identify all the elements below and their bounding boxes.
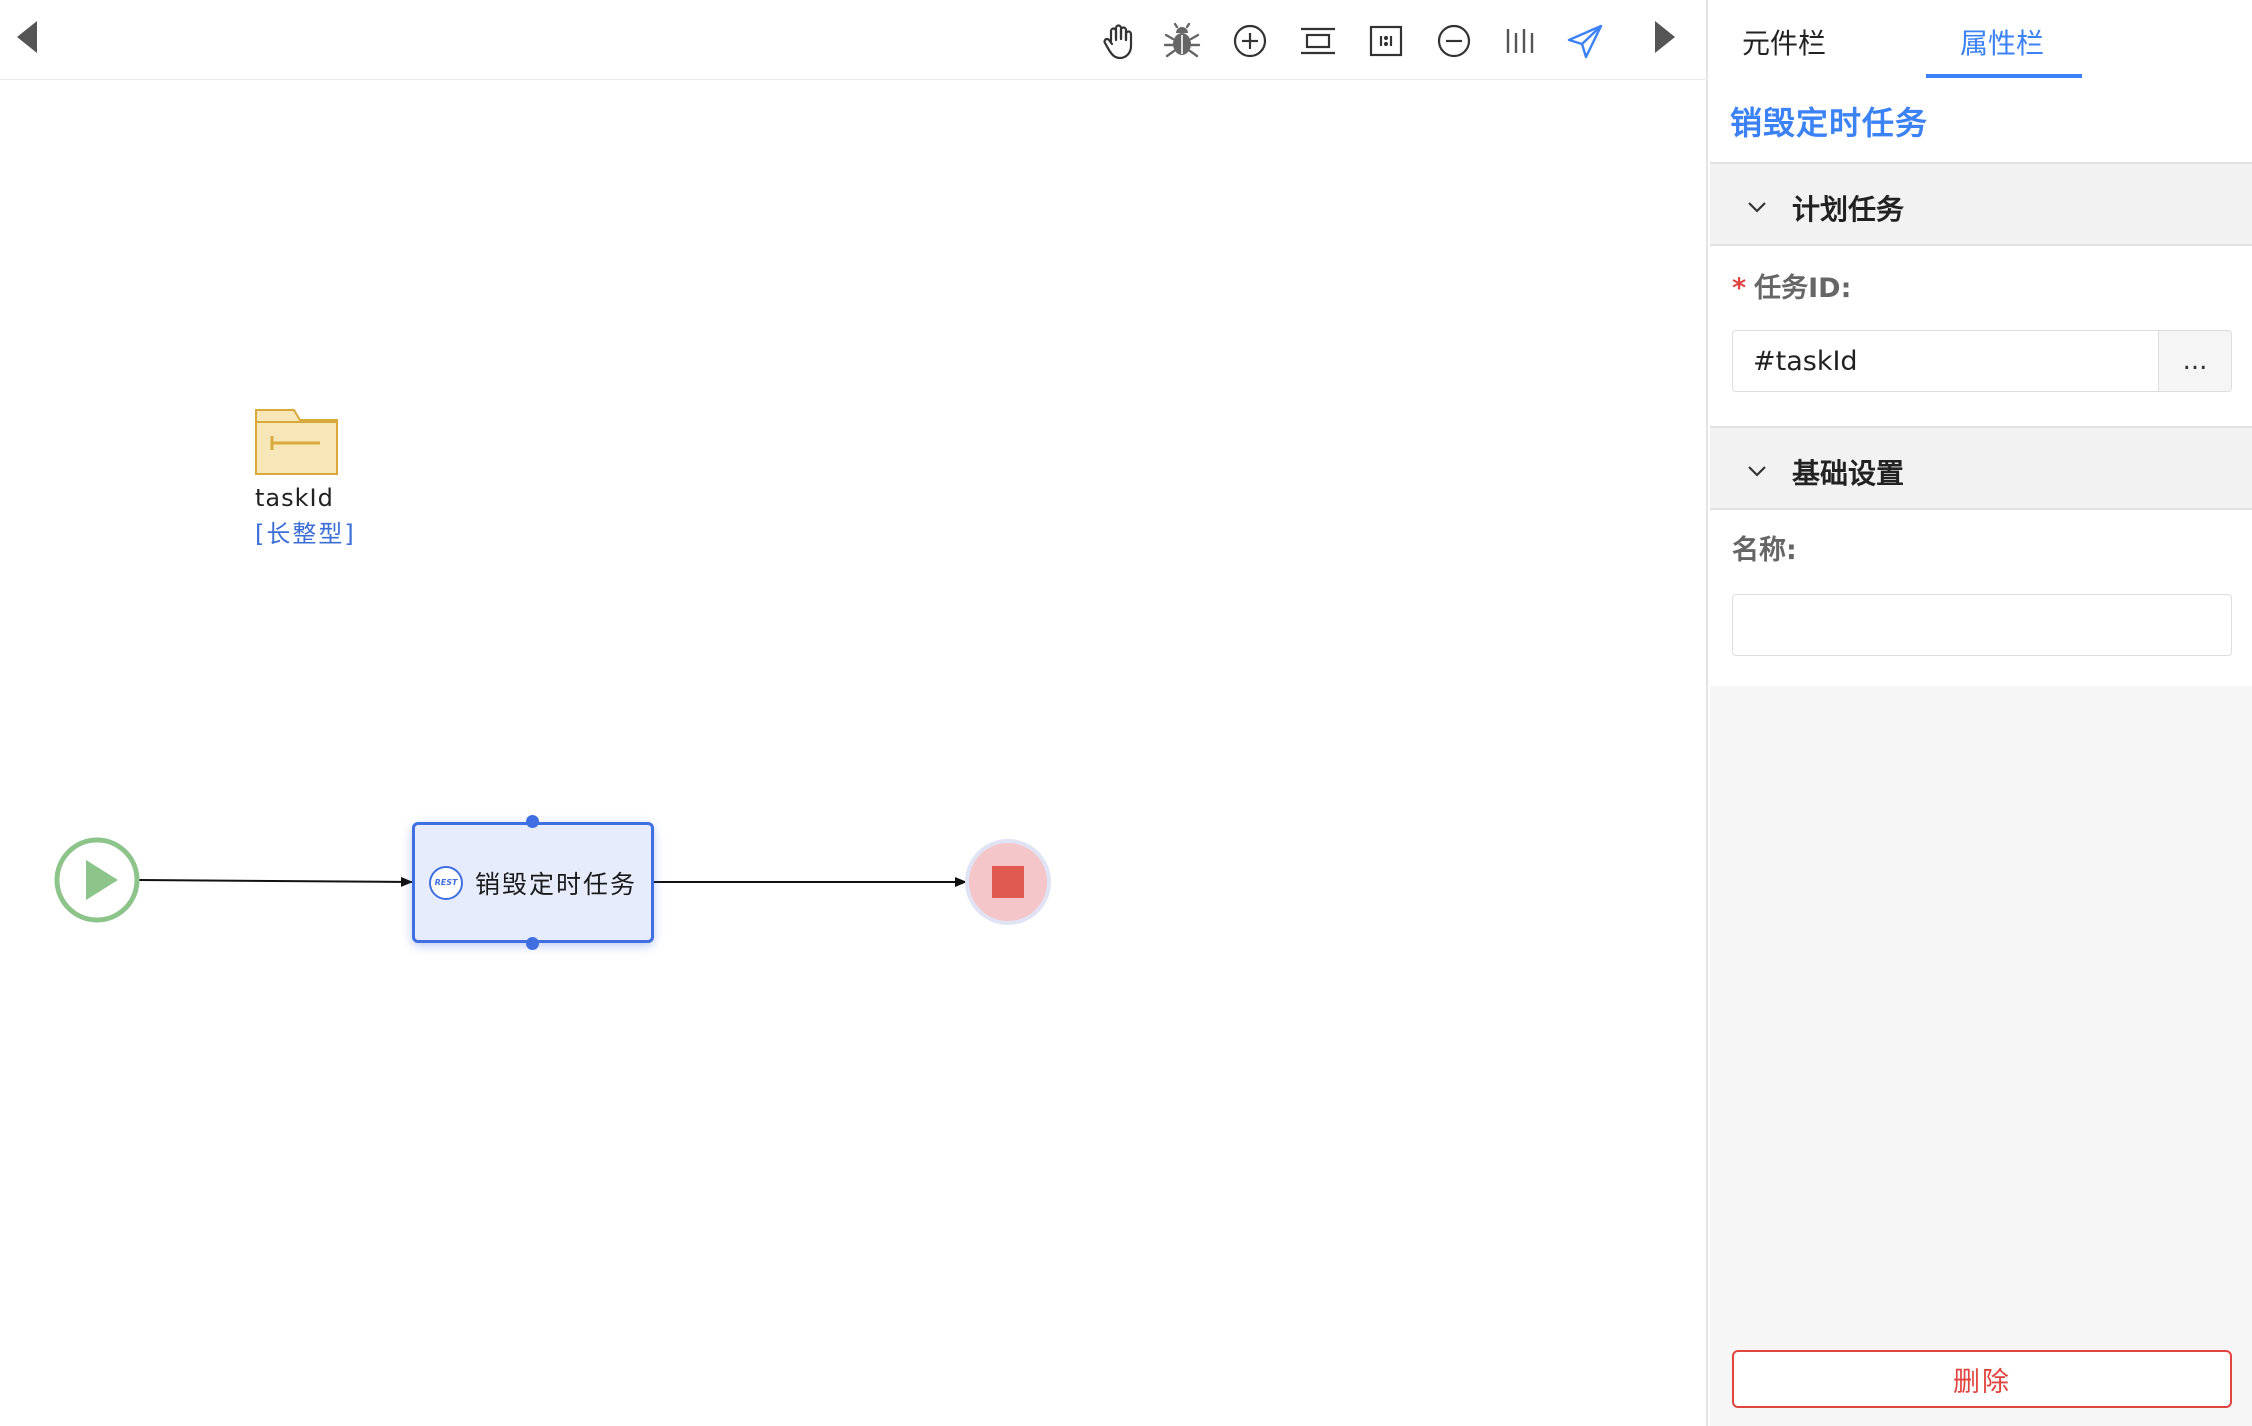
node-handle-bottom[interactable] bbox=[526, 937, 539, 950]
delete-button[interactable]: 删除 bbox=[1732, 1350, 2232, 1408]
chevron-down-icon bbox=[1748, 202, 1766, 213]
section-plan-label: 计划任务 bbox=[1792, 193, 1905, 226]
canvas-toolbar bbox=[0, 0, 1708, 80]
distribute-icon[interactable] bbox=[1495, 16, 1545, 66]
end-event[interactable] bbox=[965, 839, 1051, 925]
chevron-down-icon bbox=[1748, 466, 1766, 477]
process-diagram bbox=[54, 409, 1051, 925]
tab-properties[interactable]: 属性栏 bbox=[1960, 27, 2045, 60]
properties-panel: 元件栏 属性栏 销毁定时任务 计划任务 *任务ID: ... 基础设置 bbox=[1710, 0, 2252, 1426]
variable-type: [长整型] bbox=[255, 520, 356, 548]
name-input[interactable] bbox=[1732, 594, 2232, 656]
section-basic-label: 基础设置 bbox=[1792, 457, 1905, 490]
play-icon bbox=[86, 860, 118, 900]
task-id-label: *任务ID: bbox=[1732, 273, 1852, 304]
required-mark: * bbox=[1732, 273, 1747, 304]
task-node[interactable]: REST 销毁定时任务 bbox=[412, 822, 654, 943]
sequence-flow-1[interactable] bbox=[138, 876, 413, 887]
section-plan-header[interactable]: 计划任务 bbox=[1710, 162, 2252, 246]
name-label: 名称: bbox=[1732, 535, 1797, 566]
zoom-in-icon[interactable] bbox=[1225, 16, 1275, 66]
panel-tabs: 元件栏 属性栏 bbox=[1710, 0, 2252, 80]
zoom-out-icon[interactable] bbox=[1429, 16, 1479, 66]
collapse-left-icon[interactable] bbox=[2, 12, 52, 62]
panel-title-bar: 销毁定时任务 bbox=[1710, 80, 2252, 162]
panel-title: 销毁定时任务 bbox=[1730, 104, 1929, 142]
tab-components[interactable]: 元件栏 bbox=[1742, 27, 1827, 60]
active-tab-indicator bbox=[1926, 74, 2082, 78]
task-label: 销毁定时任务 bbox=[474, 869, 637, 899]
section-basic-body: 名称: bbox=[1710, 510, 2252, 686]
diagram-canvas[interactable]: taskId [长整型] REST 销毁定时任务 bbox=[0, 0, 1708, 1426]
variable-name: taskId bbox=[255, 484, 334, 512]
task-id-input[interactable] bbox=[1732, 330, 2158, 392]
bug-icon[interactable] bbox=[1157, 16, 1207, 66]
collapse-right-icon[interactable] bbox=[1640, 12, 1690, 62]
section-plan-body: *任务ID: ... bbox=[1710, 246, 2252, 426]
section-basic-header[interactable]: 基础设置 bbox=[1710, 426, 2252, 510]
align-icon[interactable] bbox=[1293, 16, 1343, 66]
folder-icon[interactable] bbox=[255, 409, 338, 475]
hand-icon[interactable] bbox=[1094, 16, 1144, 66]
task-id-more-button[interactable]: ... bbox=[2158, 330, 2232, 392]
send-icon[interactable] bbox=[1560, 16, 1610, 66]
stop-icon bbox=[992, 866, 1024, 898]
node-handle-top[interactable] bbox=[526, 815, 539, 828]
rest-icon: REST bbox=[428, 865, 463, 900]
fit-icon[interactable] bbox=[1361, 16, 1411, 66]
start-event[interactable] bbox=[54, 837, 140, 923]
